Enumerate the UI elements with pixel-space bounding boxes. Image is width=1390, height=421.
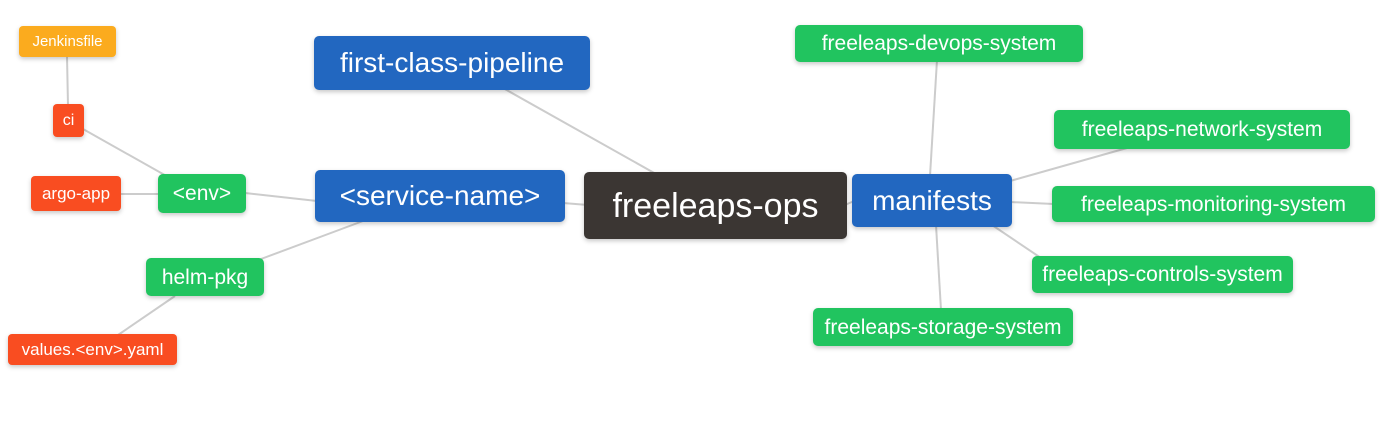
edge-first-class-pipeline--freeleaps-ops — [502, 87, 657, 175]
edge-service-name--freeleaps-ops — [562, 202, 589, 206]
node-ci[interactable]: ci — [53, 104, 84, 137]
edge-ci--env — [82, 128, 171, 179]
node-values-env-yaml[interactable]: values.<env>.yaml — [8, 334, 177, 365]
node-first-class-pipeline[interactable]: first-class-pipeline — [314, 36, 590, 90]
node-service-name[interactable]: <service-name> — [315, 170, 565, 222]
node-manifests[interactable]: manifests — [852, 174, 1012, 227]
node-jenkinsfile[interactable]: Jenkinsfile — [19, 26, 116, 57]
edge-manifests--storage-system — [935, 224, 942, 311]
edge-manifests--controls-system — [991, 224, 1042, 259]
node-helm-pkg[interactable]: helm-pkg — [146, 258, 264, 296]
node-storage-system[interactable]: freeleaps-storage-system — [813, 308, 1073, 346]
node-freeleaps-ops-root[interactable]: freeleaps-ops — [584, 172, 847, 239]
edge-jenkinsfile--ci — [66, 55, 69, 107]
edge-manifests--network-system — [1009, 147, 1128, 182]
edge-helm-pkg--values-env-yaml — [117, 295, 176, 336]
node-env[interactable]: <env> — [158, 174, 246, 213]
node-network-system[interactable]: freeleaps-network-system — [1054, 110, 1350, 149]
node-monitoring-system[interactable]: freeleaps-monitoring-system — [1052, 186, 1375, 222]
edge-manifests--devops-system — [929, 59, 938, 177]
node-devops-system[interactable]: freeleaps-devops-system — [795, 25, 1083, 62]
node-argo-app[interactable]: argo-app — [31, 176, 121, 211]
edge-service-name--helm-pkg — [260, 220, 364, 260]
node-controls-system[interactable]: freeleaps-controls-system — [1032, 256, 1293, 293]
edge-env--service-name — [244, 192, 318, 202]
edge-manifests--monitoring-system — [1009, 201, 1055, 205]
